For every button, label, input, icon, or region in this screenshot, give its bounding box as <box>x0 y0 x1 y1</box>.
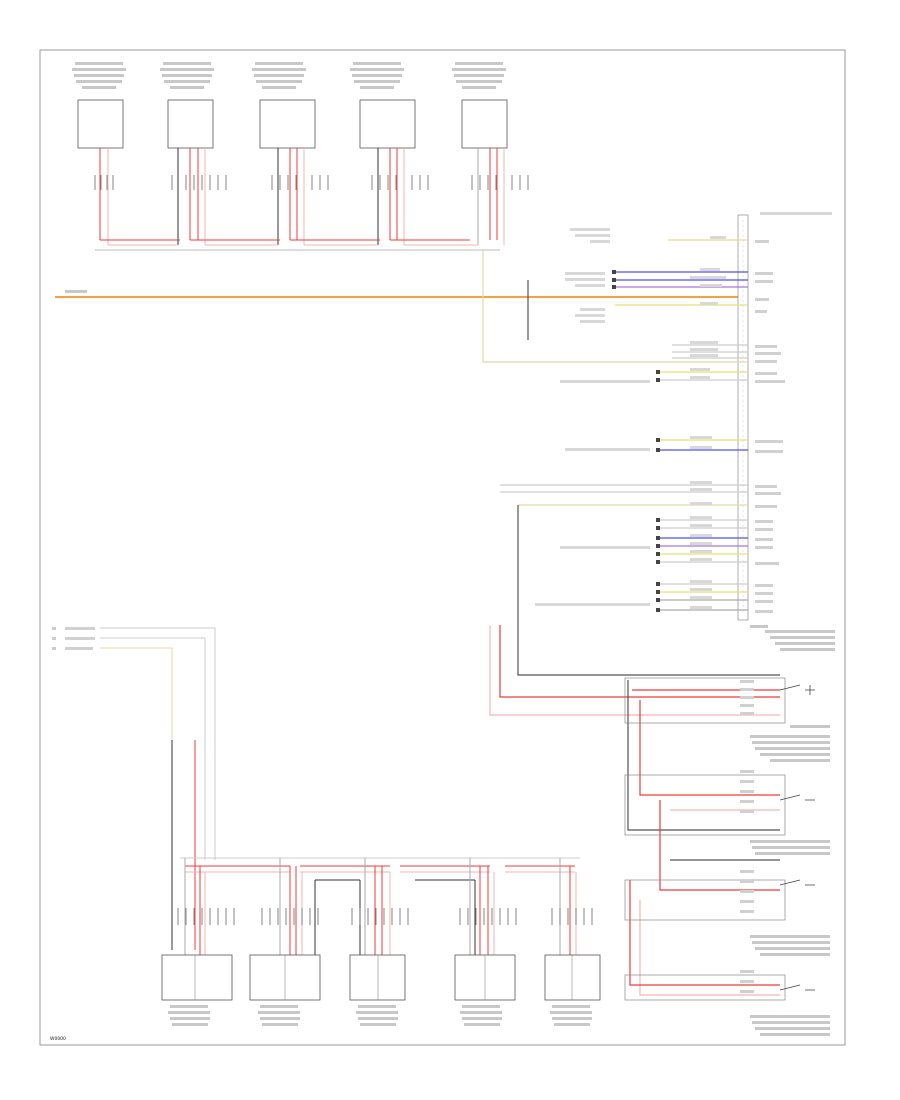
seat-module-box-1 <box>161 954 233 1001</box>
sensor-box-2 <box>167 99 214 149</box>
diagram-footer-code: W0000 <box>50 1036 66 1042</box>
right-module-stack <box>489 505 835 1036</box>
sensor-box-3 <box>259 99 316 149</box>
sensor-box-1 <box>77 99 124 149</box>
sensor-box-4 <box>359 99 416 149</box>
left-wire-group <box>52 627 216 950</box>
diagram-frame <box>39 49 846 1046</box>
top-sensor-group <box>72 62 529 251</box>
right-connector <box>737 212 832 621</box>
sensor-box-5 <box>461 99 508 149</box>
seat-module-box-3 <box>349 954 406 1001</box>
bottom-module-group <box>161 857 601 1026</box>
seat-module-box-5 <box>544 954 601 1001</box>
